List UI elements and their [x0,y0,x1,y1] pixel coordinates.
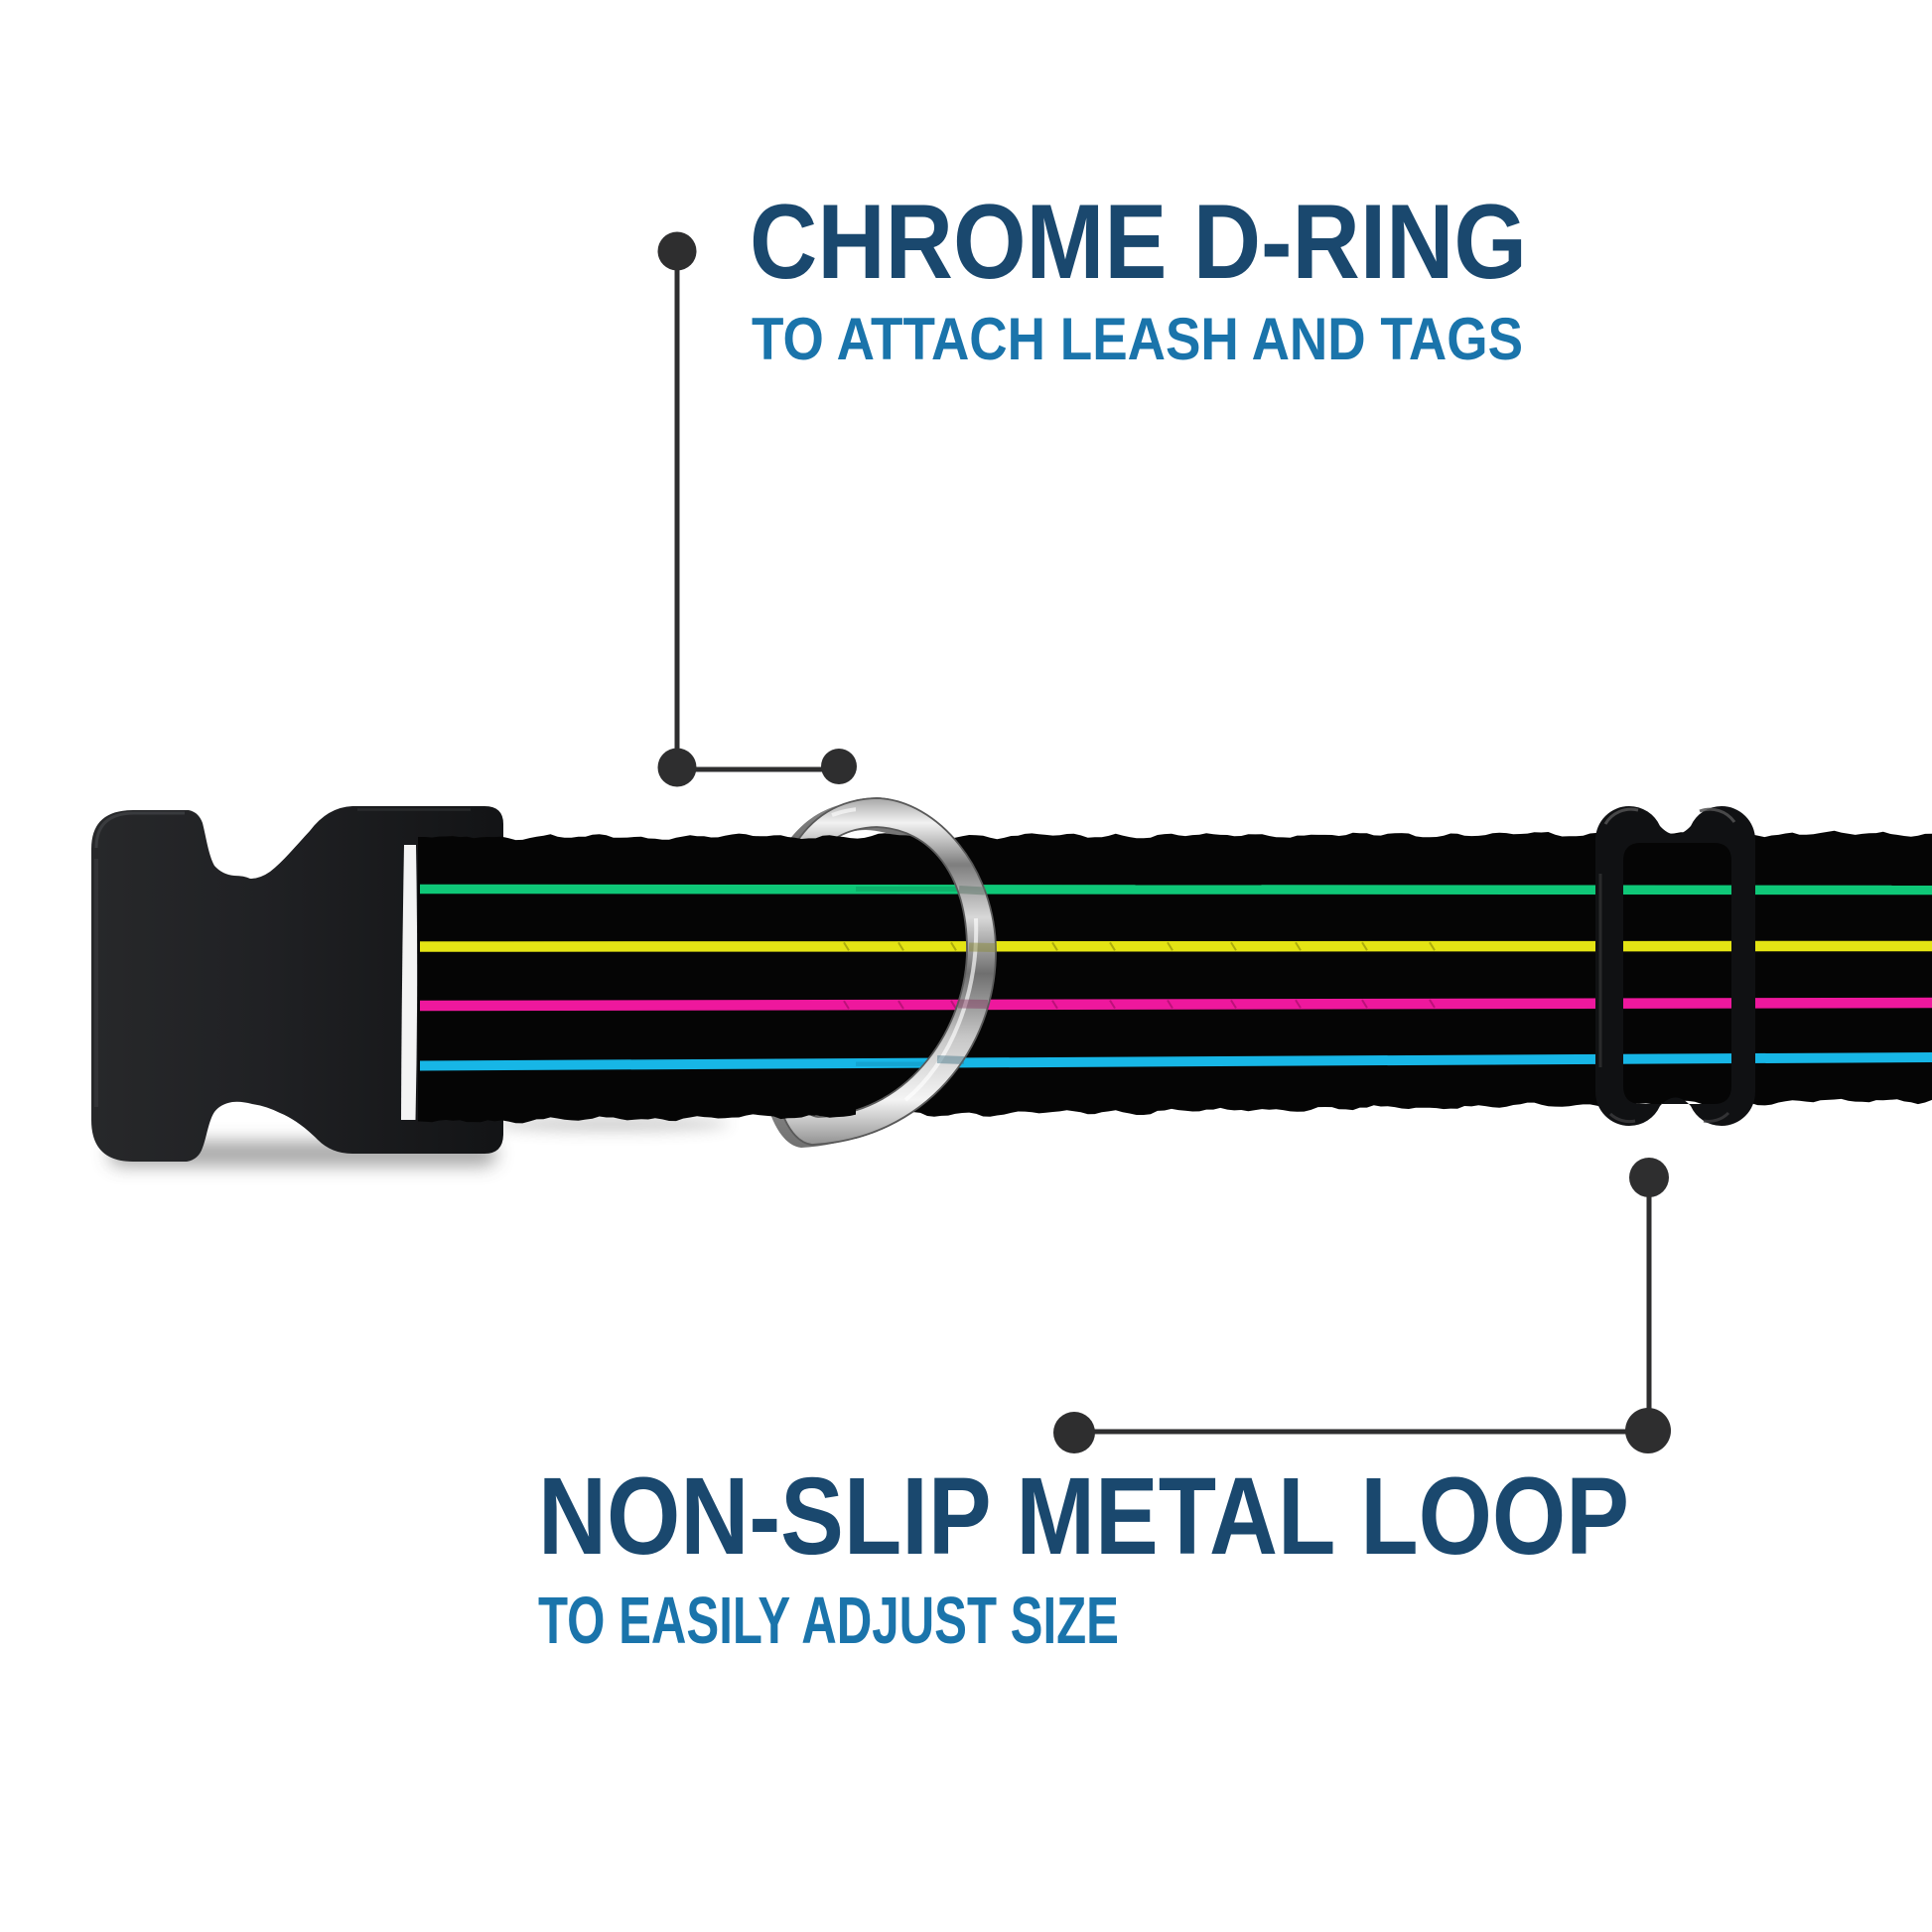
svg-text:TO ATTACH LEASH AND TAGS: TO ATTACH LEASH AND TAGS [752,306,1523,372]
svg-text:TO EASILY ADJUST SIZE: TO EASILY ADJUST SIZE [538,1584,1119,1658]
svg-text:CHROME D-RING: CHROME D-RING [750,182,1527,301]
svg-text:NON-SLIP METAL LOOP: NON-SLIP METAL LOOP [538,1455,1629,1578]
